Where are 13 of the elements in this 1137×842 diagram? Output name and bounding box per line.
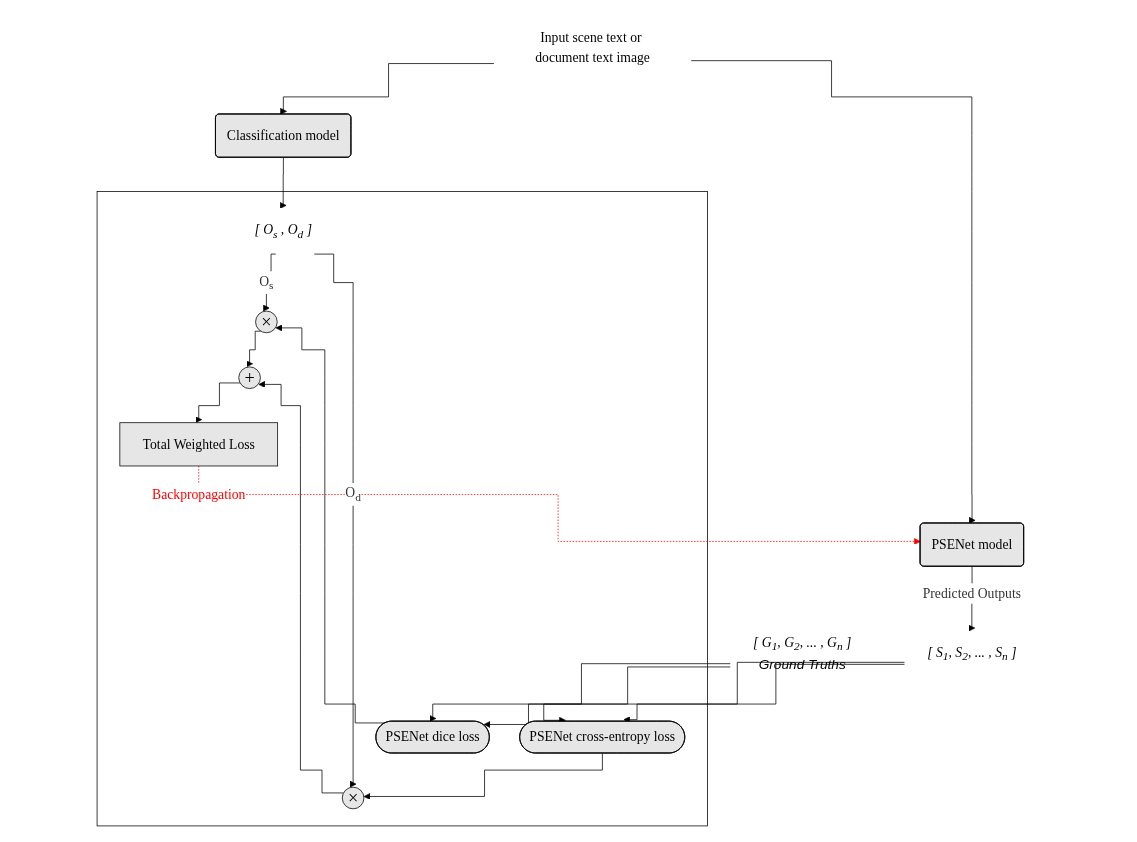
cluster xyxy=(97,191,709,827)
node-circle: × xyxy=(342,786,365,810)
node-circle: × xyxy=(255,310,278,334)
node-circle: + xyxy=(238,366,262,389)
edge-label: O$_{s}$ xyxy=(259,273,274,292)
edge-label: Backpropagation xyxy=(152,486,246,502)
node-text: [ G$_{1}$, G$_{2}$, ... , G$_{n}$ ] xyxy=(753,634,852,653)
node-box: Total Weighted Loss xyxy=(119,422,279,467)
node-text: Input scene text or document text image xyxy=(535,29,651,66)
edge-label: Predicted Outputs xyxy=(923,585,1022,601)
edge-label: O$_{d}$ xyxy=(345,485,362,504)
node-text: [ S$_{1}$, S$_{2}$, ... , S$_{n}$ ] xyxy=(927,644,1017,663)
node-text: [ O$_{s}$ , O$_{d}$ ] xyxy=(254,222,313,241)
